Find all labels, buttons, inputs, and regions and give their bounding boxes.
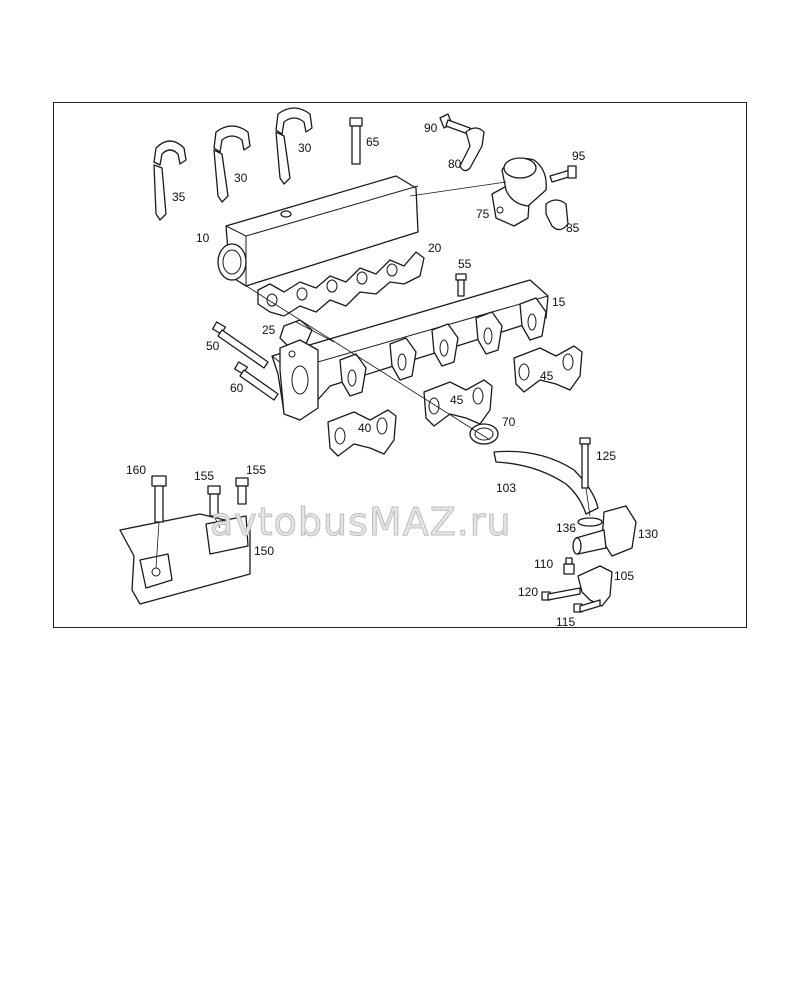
seal-ring-70 xyxy=(469,423,499,445)
egr-valve-130 xyxy=(572,505,637,557)
label-160: 160 xyxy=(126,463,146,477)
bolt-90 xyxy=(439,113,471,135)
leader-lines xyxy=(155,181,591,569)
label-155-right: 155 xyxy=(246,463,266,477)
label-20: 20 xyxy=(428,241,442,255)
label-70: 70 xyxy=(502,415,516,429)
bolt-65 xyxy=(349,117,363,165)
label-25: 25 xyxy=(262,323,276,337)
label-130: 130 xyxy=(638,527,658,541)
label-40: 40 xyxy=(358,421,372,435)
gasket-45-right xyxy=(513,345,583,393)
bracket-105 xyxy=(577,565,613,607)
label-80: 80 xyxy=(448,157,462,171)
label-15: 15 xyxy=(552,295,566,309)
label-60: 60 xyxy=(230,381,244,395)
bolt-55 xyxy=(455,273,467,297)
label-115: 115 xyxy=(556,615,575,629)
label-30-right: 30 xyxy=(298,141,312,155)
elbow-pipe-75 xyxy=(491,157,547,227)
exhaust-manifold-15 xyxy=(271,279,549,421)
bolt-125 xyxy=(579,437,591,489)
label-45-mid: 45 xyxy=(450,393,464,407)
label-150: 150 xyxy=(254,544,274,558)
fitting-110 xyxy=(563,557,575,575)
label-10: 10 xyxy=(196,231,210,245)
label-50: 50 xyxy=(206,339,220,353)
label-75: 75 xyxy=(476,207,490,221)
gasket-45-mid xyxy=(423,379,493,427)
bolt-50 xyxy=(212,321,269,369)
pipe-103 xyxy=(493,450,599,515)
label-105: 105 xyxy=(614,569,634,583)
bracket-85 xyxy=(545,199,569,231)
label-95: 95 xyxy=(572,149,586,163)
bracket-35 xyxy=(153,140,187,221)
egr-cooler-10 xyxy=(217,175,419,287)
label-155-left: 155 xyxy=(194,469,214,483)
label-55: 55 xyxy=(458,257,472,271)
bolt-160 xyxy=(151,475,167,523)
label-103: 103 xyxy=(496,481,516,495)
bolt-60 xyxy=(234,361,279,401)
bolt-115 xyxy=(573,599,601,613)
heat-shield-150 xyxy=(119,513,251,605)
bracket-80 xyxy=(459,127,485,172)
label-65: 65 xyxy=(366,135,380,149)
watermark: avtobusMAZ.ru xyxy=(210,500,512,544)
bolt-95 xyxy=(549,165,577,183)
label-85: 85 xyxy=(566,221,580,235)
label-30-left: 30 xyxy=(234,171,248,185)
gasket-40 xyxy=(327,409,397,457)
callout-labels: 10 15 20 25 30 30 35 40 45 45 50 55 60 6… xyxy=(126,121,658,629)
gasket-20 xyxy=(257,251,425,317)
label-136: 136 xyxy=(556,521,576,535)
bolt-120 xyxy=(541,587,581,601)
label-120: 120 xyxy=(518,585,538,599)
label-35: 35 xyxy=(172,190,186,204)
bracket-30-right xyxy=(275,107,313,185)
label-90: 90 xyxy=(424,121,438,135)
bracket-30-left xyxy=(213,125,251,203)
gasket-136 xyxy=(577,517,603,527)
label-45-right: 45 xyxy=(540,369,554,383)
label-125: 125 xyxy=(596,449,616,463)
bolt-155-right xyxy=(235,477,249,505)
label-110: 110 xyxy=(534,557,553,571)
